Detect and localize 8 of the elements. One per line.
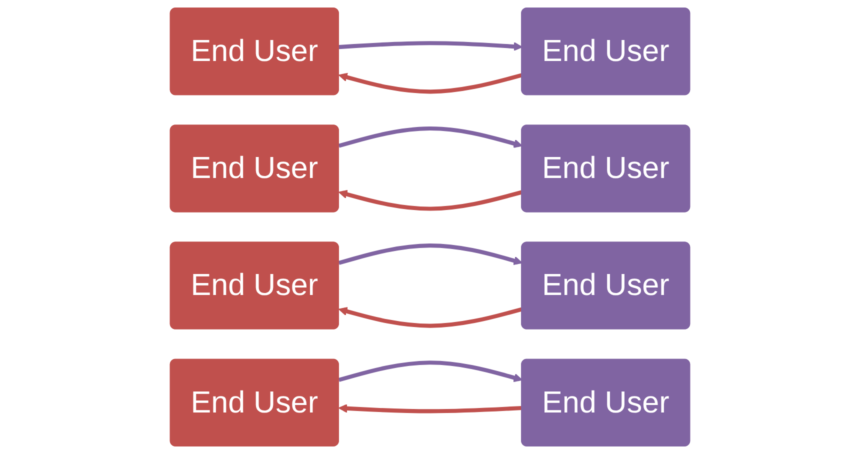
arrow xyxy=(338,72,523,94)
arrow xyxy=(338,190,523,211)
arrow xyxy=(338,404,522,414)
arrow xyxy=(338,244,523,266)
arrow xyxy=(338,126,523,148)
arrow xyxy=(338,360,523,382)
arrow xyxy=(338,306,523,328)
arrow xyxy=(338,41,523,51)
